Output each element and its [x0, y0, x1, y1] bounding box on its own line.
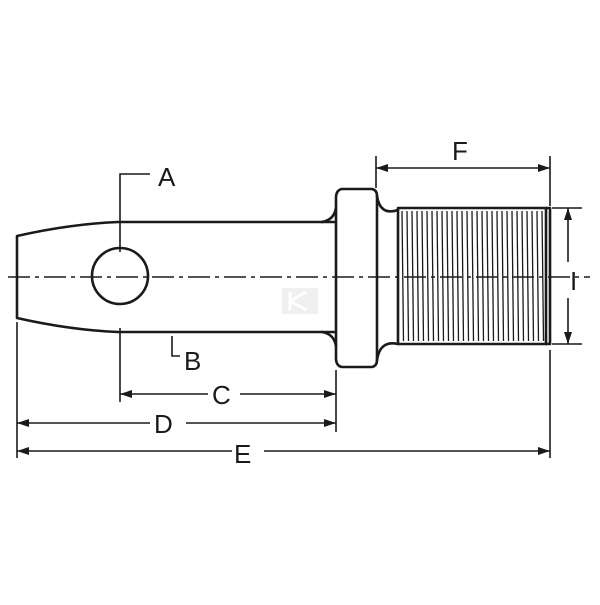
- thread-line: [536, 210, 540, 342]
- leader-a: [119, 173, 150, 252]
- threaded-section: [396, 206, 552, 346]
- thread-line: [491, 210, 495, 342]
- shank-fillet-bottom: [320, 330, 338, 348]
- thread-line: [436, 210, 440, 342]
- thread-line: [466, 210, 470, 342]
- leader-b: [171, 336, 180, 357]
- label-d: D: [154, 409, 173, 439]
- thread-line: [531, 210, 535, 342]
- arrow-f-left: [376, 164, 388, 172]
- thread-line: [496, 210, 500, 342]
- thread-line: [456, 210, 460, 342]
- thread-lines: [401, 210, 545, 342]
- shank-fillet-top: [320, 206, 338, 224]
- label-c: C: [212, 380, 231, 410]
- label-e: E: [234, 439, 251, 469]
- pin-shank: [15, 220, 336, 334]
- thread-line: [486, 210, 490, 342]
- label-b: B: [184, 346, 201, 376]
- thread-line: [431, 210, 435, 342]
- neck-top: [375, 194, 400, 213]
- cross-hole: [90, 246, 150, 306]
- thread-line: [441, 210, 445, 342]
- thread-line: [501, 210, 505, 342]
- label-a: A: [158, 162, 176, 192]
- arrow-d-right: [324, 419, 336, 427]
- thread-line: [511, 210, 515, 342]
- thread-line: [526, 210, 530, 342]
- thread-line: [516, 210, 520, 342]
- arrow-f-right: [538, 164, 550, 172]
- thread-line: [471, 210, 475, 342]
- label-i: I: [570, 266, 577, 296]
- arrow-i-top: [564, 208, 572, 220]
- collar: [334, 187, 379, 369]
- label-f: F: [452, 136, 468, 166]
- thread-line: [416, 210, 420, 342]
- arrow-c-left: [120, 390, 132, 398]
- thread-line: [481, 210, 485, 342]
- arrow-c-right: [324, 390, 336, 398]
- thread-line: [401, 210, 405, 342]
- arrow-e-left: [17, 447, 29, 455]
- arrow-e-right: [538, 447, 550, 455]
- thread-line: [446, 210, 450, 342]
- thread-line: [461, 210, 465, 342]
- thread-line: [426, 210, 430, 342]
- watermark-logo: [282, 288, 318, 314]
- arrow-d-left: [17, 419, 29, 427]
- arrow-i-bottom: [564, 332, 572, 344]
- thread-line: [451, 210, 455, 342]
- neck-bottom: [375, 342, 400, 362]
- thread-line: [506, 210, 510, 342]
- thread-line: [421, 210, 425, 342]
- thread-line: [541, 210, 545, 342]
- thread-line: [521, 210, 525, 342]
- thread-line: [476, 210, 480, 342]
- thread-line: [406, 210, 410, 342]
- thread-line: [411, 210, 415, 342]
